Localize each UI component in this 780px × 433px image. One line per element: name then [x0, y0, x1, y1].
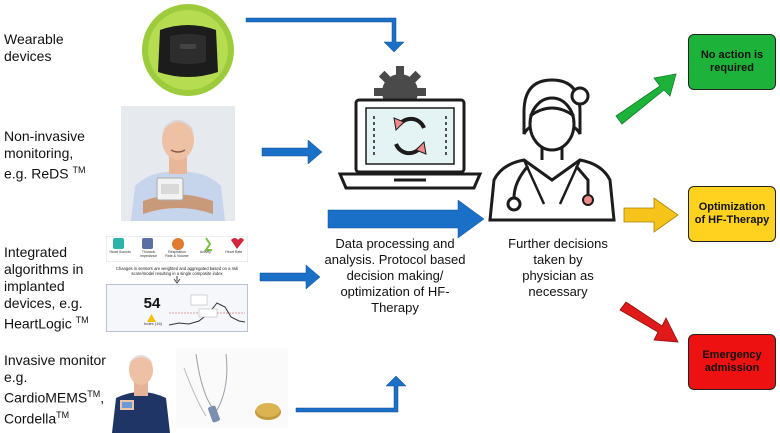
- outcome-optimization: Optimization of HF-Therapy: [688, 186, 776, 242]
- heartlogic-index-chart: 54 Index (16): [106, 284, 248, 332]
- processing-description: Data processing and analysis. Protocol b…: [324, 236, 466, 315]
- heartlogic-caption: Changes in sensors are weighted and aggr…: [112, 266, 242, 276]
- heartlogic-alert-icon: [147, 314, 156, 322]
- laptop-gear-icon: [338, 66, 483, 190]
- cardiomems-patient-image: [106, 348, 176, 433]
- label-noninvasive: Non-invasive monitoring, e.g. ReDS TM: [4, 128, 86, 182]
- heartlogic-panel: Heart Sounds Thoracic Impedance Respirat…: [106, 236, 248, 332]
- wearable-band-image: [142, 4, 234, 96]
- heartlogic-index-value: 54: [143, 295, 161, 312]
- physician-description: Further decisions taken by physician as …: [508, 236, 608, 299]
- label-invasive: Invasive monitoring, e.g. CardioMEMSTM, …: [4, 352, 129, 427]
- heartlogic-icons-row: [106, 236, 248, 262]
- heartlogic-threshold-label: Index (16): [143, 321, 162, 326]
- reds-patient-image: [121, 106, 235, 221]
- physician-icon: [488, 78, 616, 222]
- outcome-emergency: Emergency admission: [688, 334, 776, 390]
- arrow-reds-to-processing: [261, 139, 323, 165]
- heartlogic-trend-line: [169, 294, 245, 326]
- arrow-to-no-action: [615, 73, 677, 125]
- outcome-no-action: No action is required: [688, 34, 776, 90]
- arrow-heartlogic-to-processing: [259, 264, 321, 290]
- arrow-invasive-to-processing: [295, 375, 407, 413]
- cordella-sensor-image: [176, 348, 288, 428]
- arrow-wearable-to-processing: [245, 17, 405, 53]
- label-wearable: Wearable devices: [4, 31, 64, 64]
- label-algorithms: Integrated algorithms in implanted devic…: [4, 244, 89, 332]
- arrow-processing-to-physician: [327, 199, 485, 239]
- arrow-to-optimization: [623, 197, 679, 233]
- heartlogic-icon-labels: Heart Sounds Thoracic Impedance Respirat…: [109, 250, 243, 258]
- arrow-to-emergency: [619, 301, 679, 343]
- heartlogic-down-arrow: [173, 276, 181, 284]
